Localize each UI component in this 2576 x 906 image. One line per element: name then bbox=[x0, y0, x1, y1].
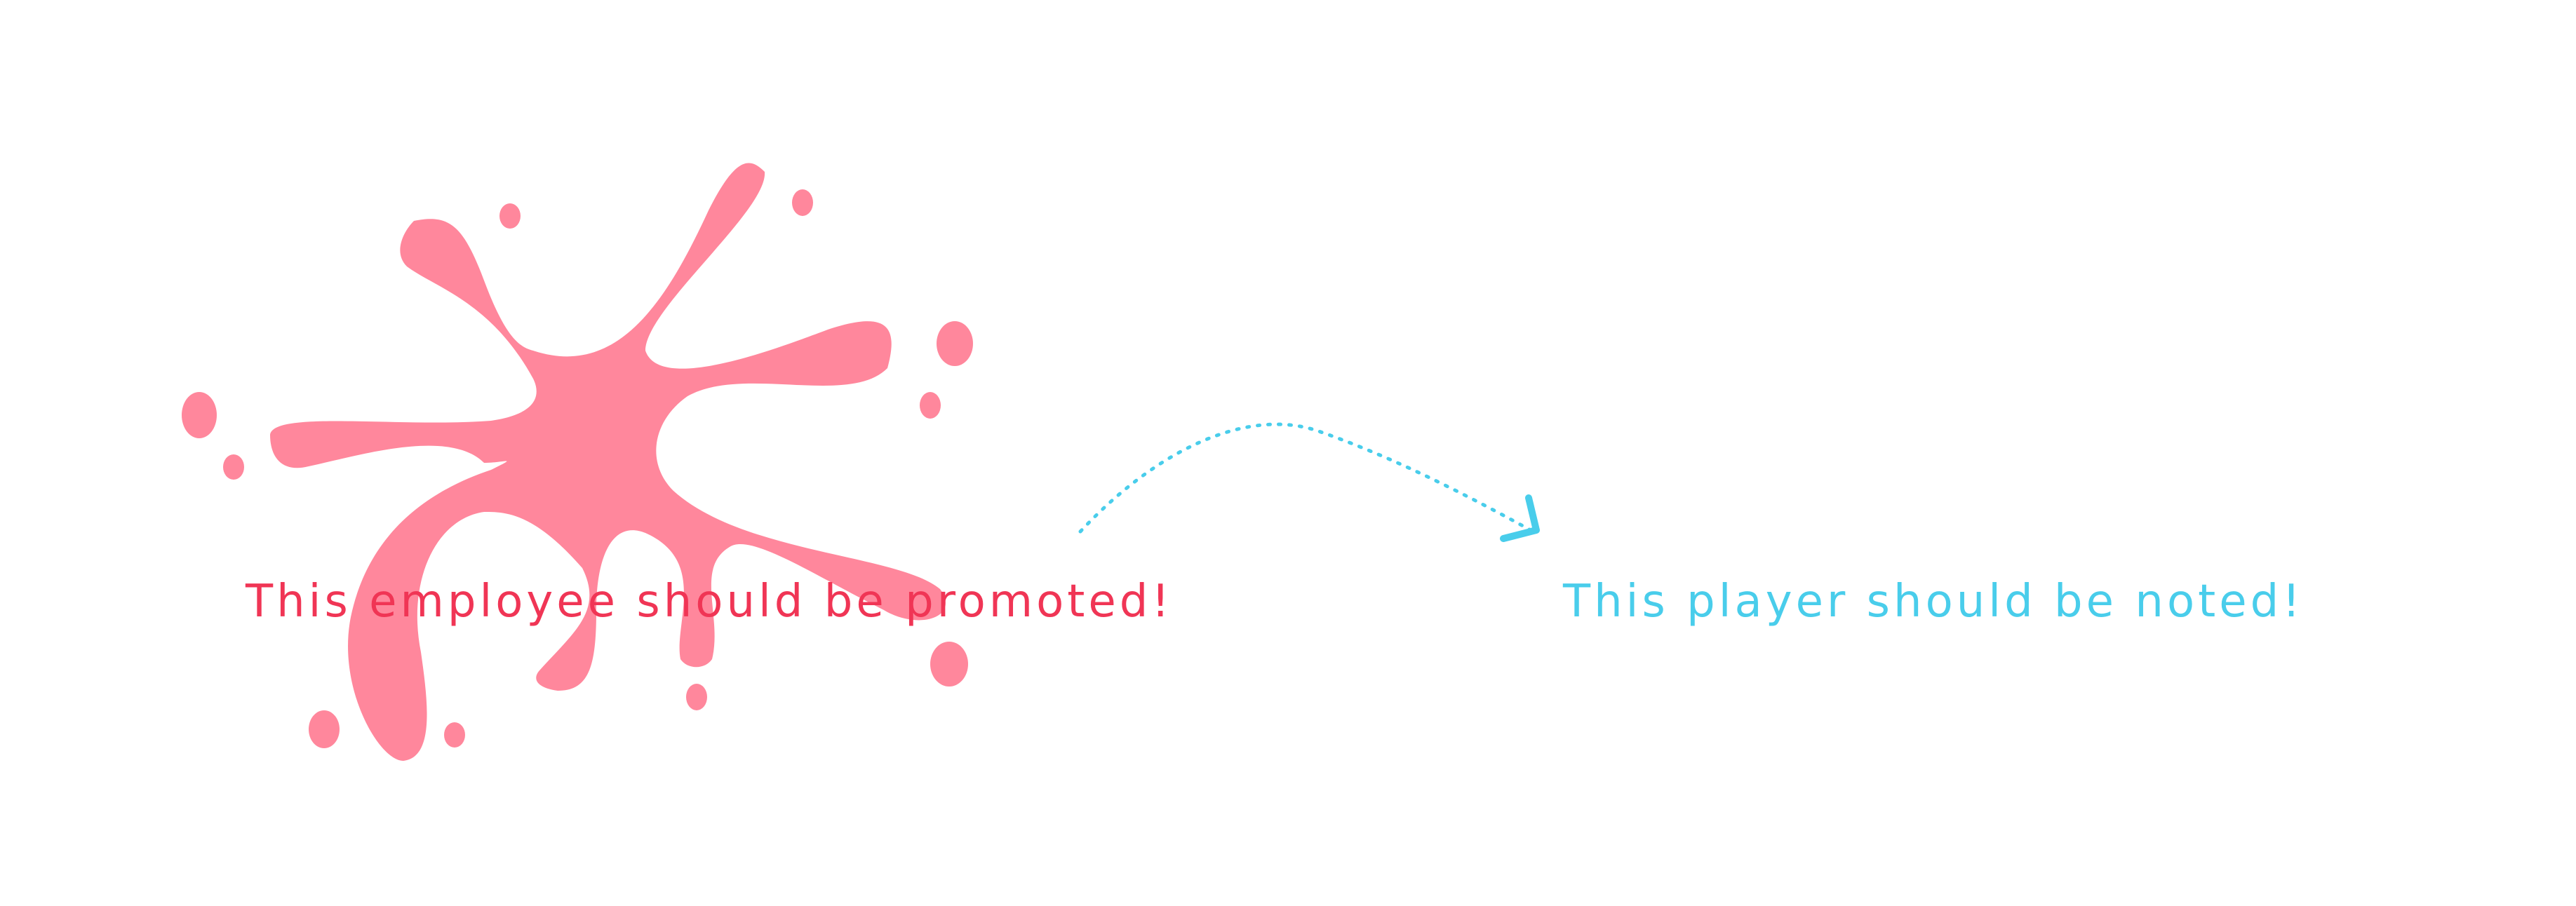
employee-caption: This employee should be promoted! bbox=[246, 576, 1174, 628]
player-caption: This player should be noted! bbox=[1563, 576, 2304, 628]
